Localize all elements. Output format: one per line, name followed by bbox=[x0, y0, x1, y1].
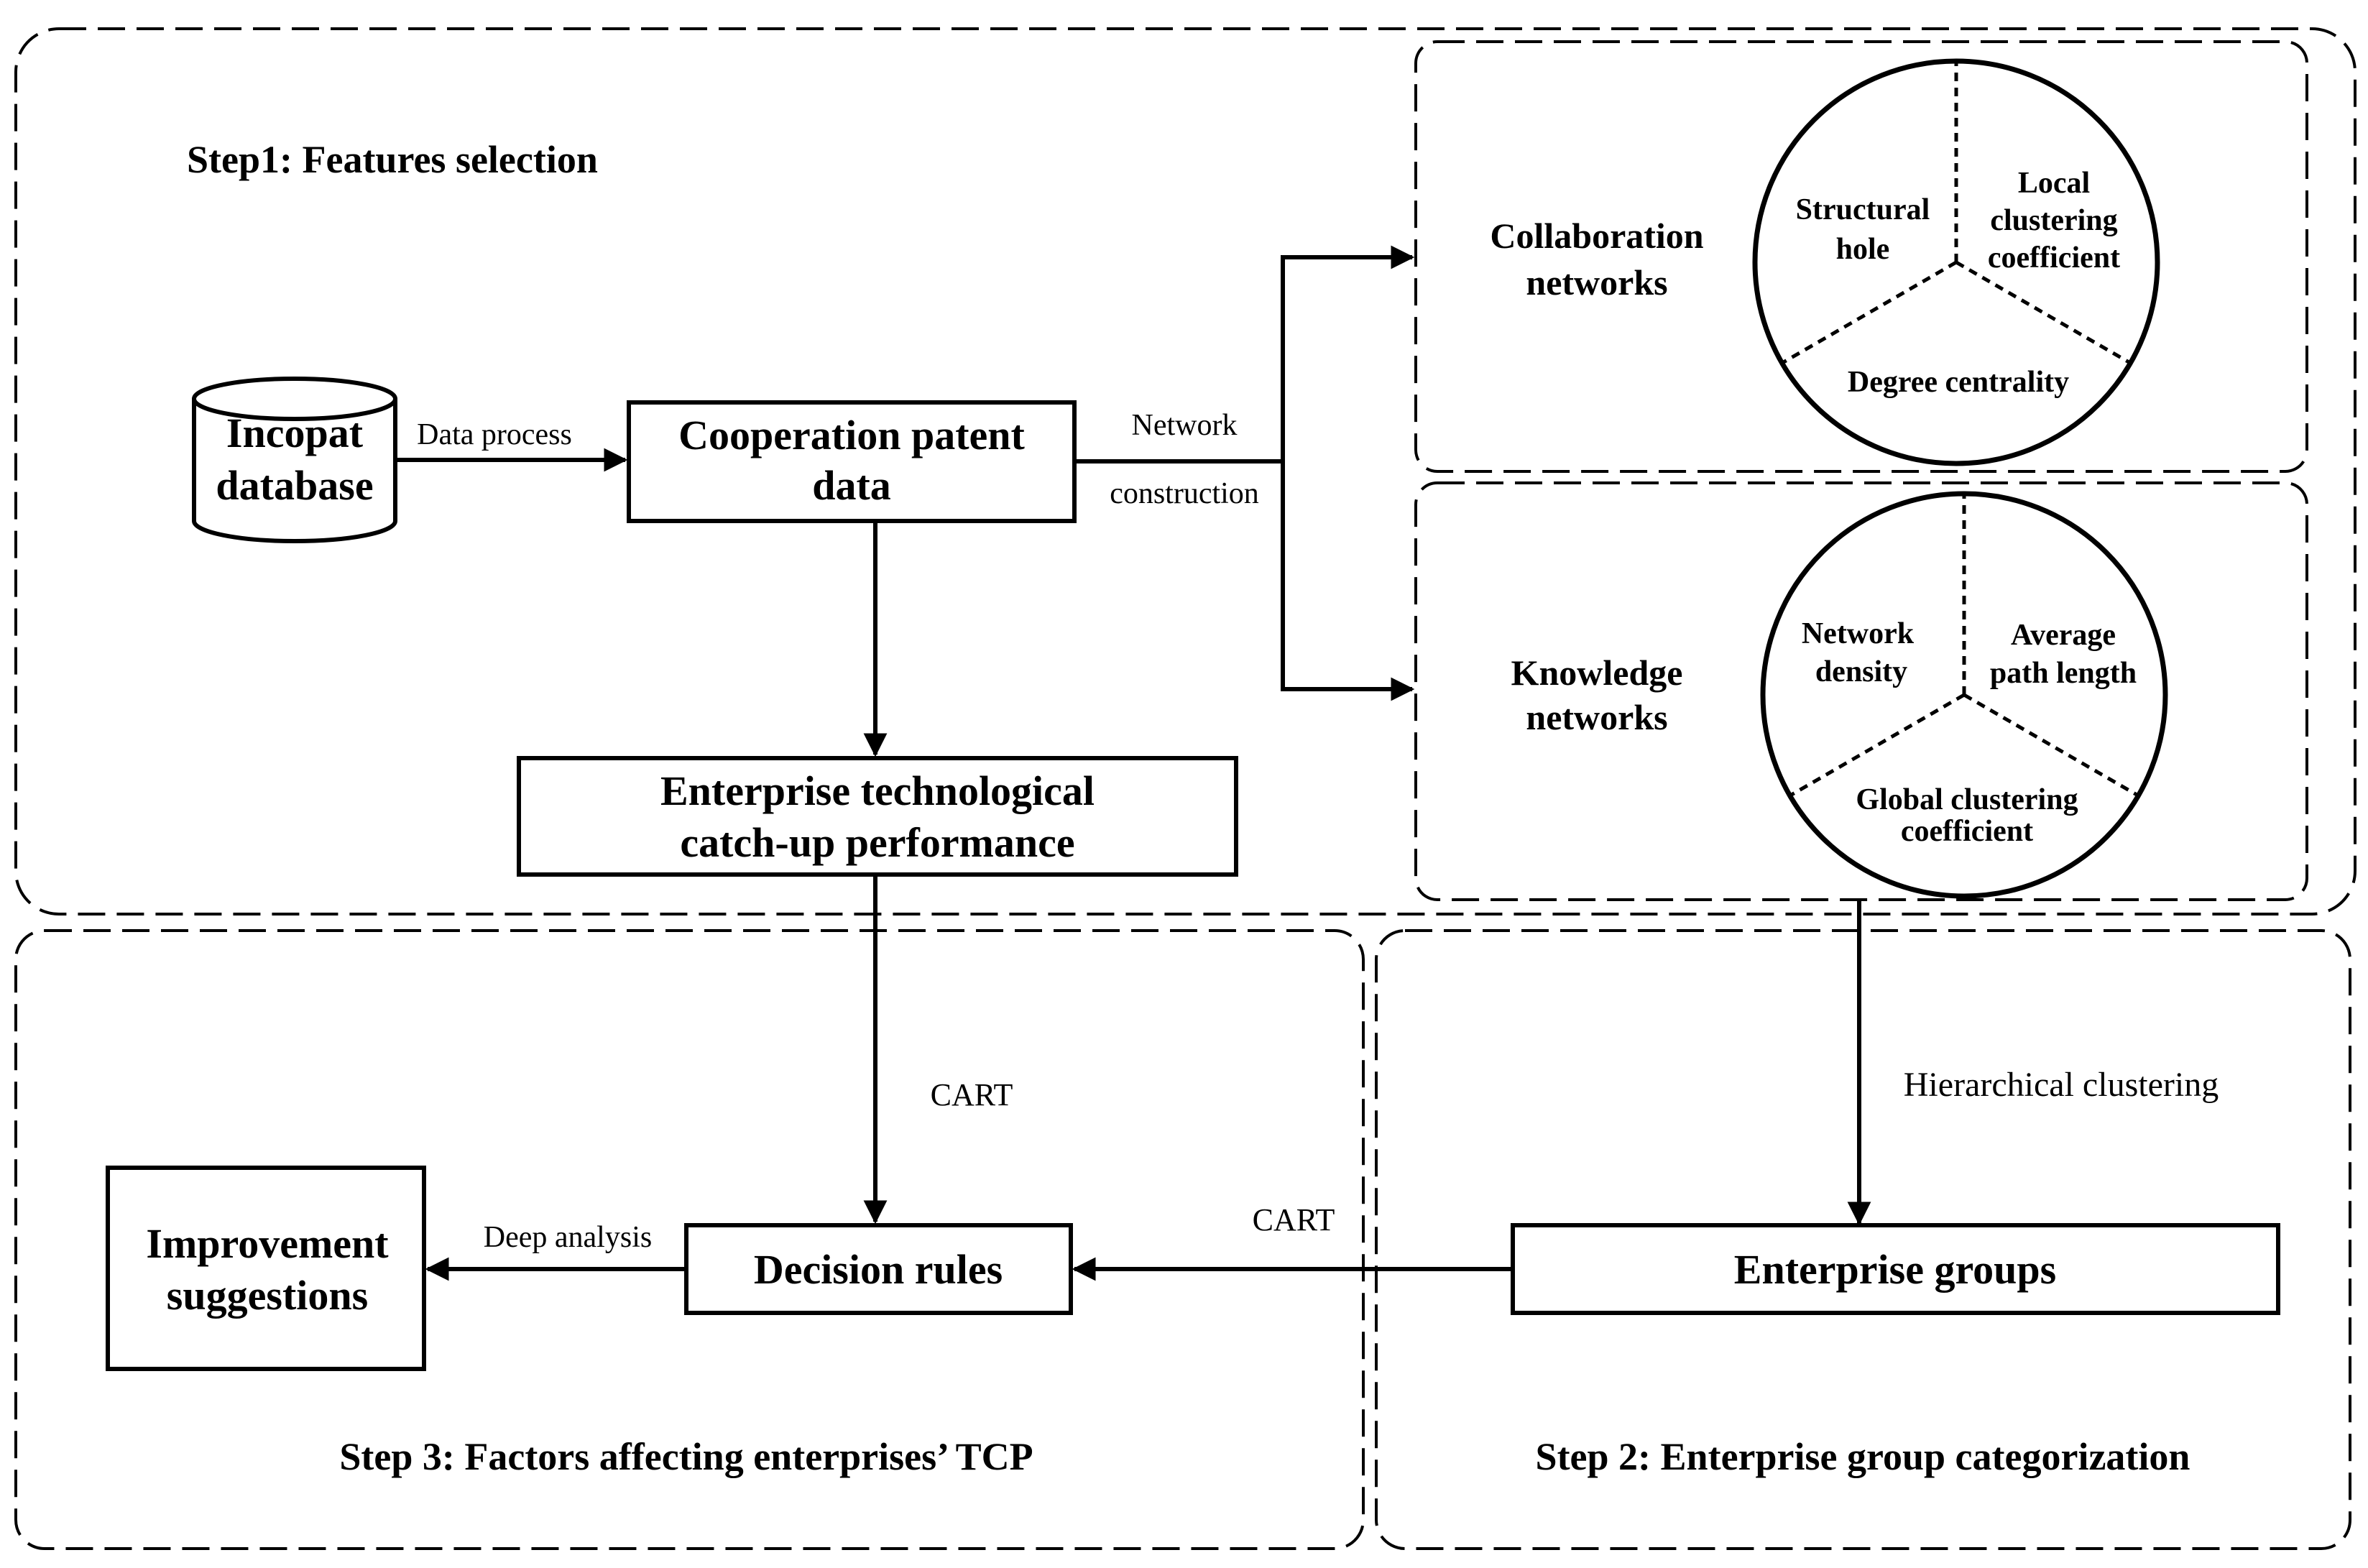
global-clustering-line1: Global clustering bbox=[1856, 783, 2078, 816]
local-clustering-line1: Local bbox=[2018, 167, 2090, 200]
local-clustering-line3: coefficient bbox=[1988, 241, 2120, 275]
incopat-database: Incopat database bbox=[192, 377, 397, 543]
improvement-suggestions-box: Improvement suggestions bbox=[106, 1166, 426, 1371]
step3-title: Step 3: Factors affecting enterprises’ T… bbox=[339, 1435, 1033, 1478]
network-construction-line1: Network bbox=[1132, 409, 1238, 442]
data-process-label: Data process bbox=[417, 418, 572, 451]
hierarchical-clustering-label: Hierarchical clustering bbox=[1904, 1066, 2219, 1104]
average-path-line1: Average bbox=[2011, 619, 2116, 652]
enterprise-performance-box: Enterprise technological catch-up perfor… bbox=[517, 756, 1238, 877]
improvement-suggestions-line1: Improvement bbox=[146, 1220, 389, 1267]
enterprise-groups-label: Enterprise groups bbox=[1734, 1246, 2056, 1293]
incopat-database-line1: Incopat bbox=[226, 410, 364, 456]
cooperation-patent-data-line2: data bbox=[812, 462, 891, 509]
average-path-line2: path length bbox=[1990, 657, 2137, 690]
network-density-line2: density bbox=[1815, 655, 1907, 688]
enterprise-performance-line2: catch-up performance bbox=[680, 819, 1074, 866]
knowledge-networks-line1: Knowledge bbox=[1511, 652, 1683, 693]
step1-region bbox=[14, 27, 2357, 916]
decision-rules-box: Decision rules bbox=[684, 1223, 1073, 1315]
knowledge-networks-line2: networks bbox=[1526, 697, 1667, 737]
improvement-suggestions-line2: suggestions bbox=[167, 1272, 368, 1319]
network-construction-line2: construction bbox=[1110, 477, 1259, 510]
local-clustering-line2: clustering bbox=[1990, 204, 2117, 237]
global-clustering-line2: coefficient bbox=[1901, 815, 2033, 848]
collaboration-networks-line1: Collaboration bbox=[1490, 216, 1703, 256]
incopat-database-line2: database bbox=[216, 462, 373, 509]
structural-hole-line2: hole bbox=[1836, 233, 1890, 266]
degree-centrality: Degree centrality bbox=[1848, 366, 2069, 399]
collaboration-networks-region bbox=[1414, 40, 2308, 473]
collaboration-metrics-circle: Structural hole Local clustering coeffic… bbox=[1752, 58, 2160, 466]
decision-rules-label: Decision rules bbox=[754, 1246, 1003, 1293]
step2-region bbox=[1375, 929, 2351, 1550]
enterprise-groups-box: Enterprise groups bbox=[1511, 1223, 2280, 1315]
step3-region bbox=[14, 929, 1365, 1550]
enterprise-performance-line1: Enterprise technological bbox=[660, 767, 1095, 814]
network-density-line1: Network bbox=[1802, 617, 1915, 650]
cart-horizontal-label: CART bbox=[1253, 1202, 1335, 1237]
step1-title: Step1: Features selection bbox=[187, 138, 598, 181]
cooperation-patent-data-box: Cooperation patent data bbox=[627, 400, 1077, 523]
deep-analysis-label: Deep analysis bbox=[484, 1221, 652, 1254]
structural-hole-line1: Structural bbox=[1796, 193, 1930, 226]
knowledge-metrics-circle: Network density Average path length Glob… bbox=[1760, 491, 2168, 899]
cooperation-patent-data-line1: Cooperation patent bbox=[678, 412, 1025, 458]
step2-title: Step 2: Enterprise group categorization bbox=[1536, 1435, 2190, 1478]
cart-vertical-label: CART bbox=[931, 1077, 1013, 1112]
collaboration-networks-line2: networks bbox=[1526, 262, 1667, 303]
